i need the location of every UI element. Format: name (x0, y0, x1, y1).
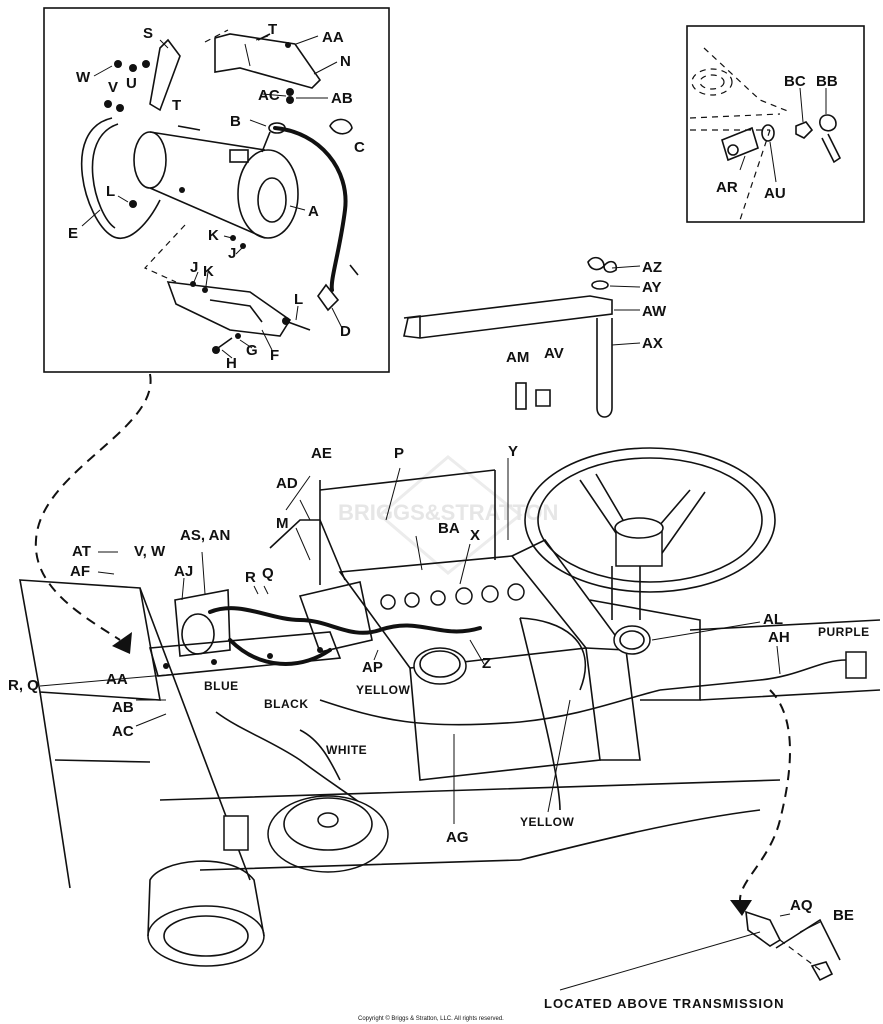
wire-purple: PURPLE (818, 625, 870, 639)
label-e: E (68, 225, 78, 242)
label-l: L (106, 183, 115, 200)
label-ad: AD (276, 475, 298, 492)
label-h: H (226, 355, 237, 372)
label-n: N (340, 53, 351, 70)
label-k2: K (203, 263, 214, 280)
label-f: F (270, 347, 279, 364)
starter-generator-inset (43, 7, 390, 373)
label-ay: AY (642, 279, 661, 296)
label-bb: BB (816, 73, 838, 90)
label-ah: AH (768, 629, 790, 646)
label-m: M (276, 515, 289, 532)
wire-white: WHITE (326, 743, 367, 757)
label-l2: L (294, 291, 303, 308)
label-az: AZ (642, 259, 662, 276)
wire-black: BLACK (264, 697, 309, 711)
label-ax: AX (642, 335, 663, 352)
label-j2: J (190, 259, 198, 276)
main-labels: AE P Y AD BA M X AS, AN AT V, W AF AJ R … (8, 443, 854, 924)
copyright-text: Copyright © Briggs & Stratton, LLC. All … (358, 1015, 504, 1022)
wire-color-labels: PURPLE BLUE BLACK YELLOW WHITE YELLOW (204, 625, 870, 829)
label-b: B (230, 113, 241, 130)
label-p: P (394, 445, 404, 462)
label-q: Q (262, 565, 274, 582)
location-note: LOCATED ABOVE TRANSMISSION (544, 996, 785, 1011)
label-d: D (340, 323, 351, 340)
label-ac-main: AC (112, 723, 134, 740)
label-aw: AW (642, 303, 667, 320)
label-at: AT (72, 543, 91, 560)
label-be: BE (833, 907, 854, 924)
label-ae: AE (311, 445, 332, 462)
label-aj: AJ (174, 563, 193, 580)
label-x: X (470, 527, 480, 544)
label-z: Z (482, 655, 491, 672)
label-ba: BA (438, 520, 460, 537)
inset-labels: S T AA N W V U AC AB T B C E L A K J J K… (68, 21, 365, 372)
label-t: T (268, 21, 277, 38)
label-u: U (126, 75, 137, 92)
label-aq: AQ (790, 897, 813, 914)
label-t2: T (172, 97, 181, 114)
label-r-q: R, Q (8, 677, 39, 694)
watermark-text: BRIGGS&STRATTON (338, 500, 558, 525)
label-bc: BC (784, 73, 806, 90)
ignition-switch-inset: BC BB AR AU (686, 25, 865, 223)
label-as-an: AS, AN (180, 527, 230, 544)
label-g: G (246, 342, 258, 359)
label-s: S (143, 25, 153, 42)
label-au: AU (764, 185, 786, 202)
label-c: C (354, 139, 365, 156)
label-ac: AC (258, 87, 280, 104)
label-v-w: V, W (134, 543, 166, 560)
label-ap: AP (362, 659, 383, 676)
label-j: J (228, 245, 236, 262)
label-y: Y (508, 443, 518, 460)
label-k: K (208, 227, 219, 244)
label-a: A (308, 203, 319, 220)
label-v: V (108, 79, 118, 96)
inset-leaders (81, 35, 343, 359)
label-af: AF (70, 563, 90, 580)
label-am: AM (506, 349, 529, 366)
label-av: AV (544, 345, 564, 362)
label-ag: AG (446, 829, 469, 846)
wire-blue: BLUE (204, 679, 239, 693)
label-aa: AA (322, 29, 344, 46)
tractor-dash-assembly (19, 373, 881, 982)
label-w: W (76, 69, 91, 86)
wire-yellow-lower: YELLOW (520, 815, 575, 829)
label-r: R (245, 569, 256, 586)
label-ab: AB (331, 90, 353, 107)
watermark-logo: BRIGGS&STRATTON (338, 455, 558, 575)
wire-yellow-upper: YELLOW (356, 683, 411, 697)
label-ar: AR (716, 179, 738, 196)
label-al: AL (763, 611, 783, 628)
gauge-row (380, 583, 525, 610)
battery-hold-down-parts: AZ AY AW AX AM AV (403, 256, 667, 418)
label-aa-main: AA (106, 671, 128, 688)
main-leaders (39, 458, 821, 991)
